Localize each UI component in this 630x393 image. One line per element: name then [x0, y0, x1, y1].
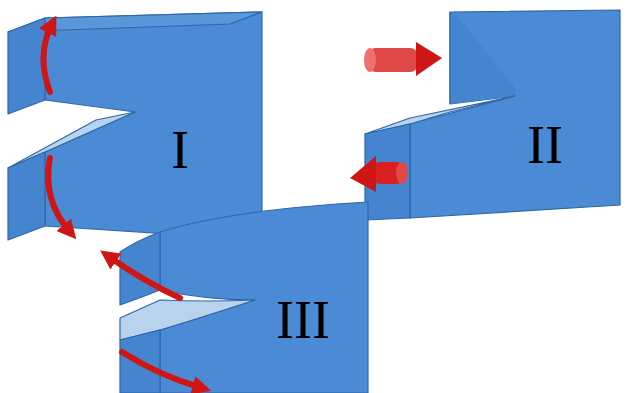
mode-label: III [276, 293, 330, 347]
mode-iii-side-face [160, 202, 368, 393]
mode-ii-edge [449, 12, 450, 104]
mode-label: II [527, 118, 563, 172]
mode-iii-crack-face [120, 300, 255, 340]
opening-arrow [48, 158, 70, 232]
mode-ii-crack-face [365, 96, 515, 134]
mode-i-upper-end [8, 18, 45, 114]
tearing-arrow [122, 352, 202, 388]
tearing-arrow [108, 256, 180, 298]
mode-i-top-face [8, 12, 262, 32]
opening-arrow [43, 24, 52, 92]
mode-i-side-face [45, 12, 262, 240]
mode-ii-upper-end [450, 12, 515, 104]
mode-label: I [171, 123, 189, 177]
sliding-arrow [350, 156, 408, 192]
sliding-arrow [364, 42, 442, 76]
mode-i-lower-end [8, 152, 45, 240]
